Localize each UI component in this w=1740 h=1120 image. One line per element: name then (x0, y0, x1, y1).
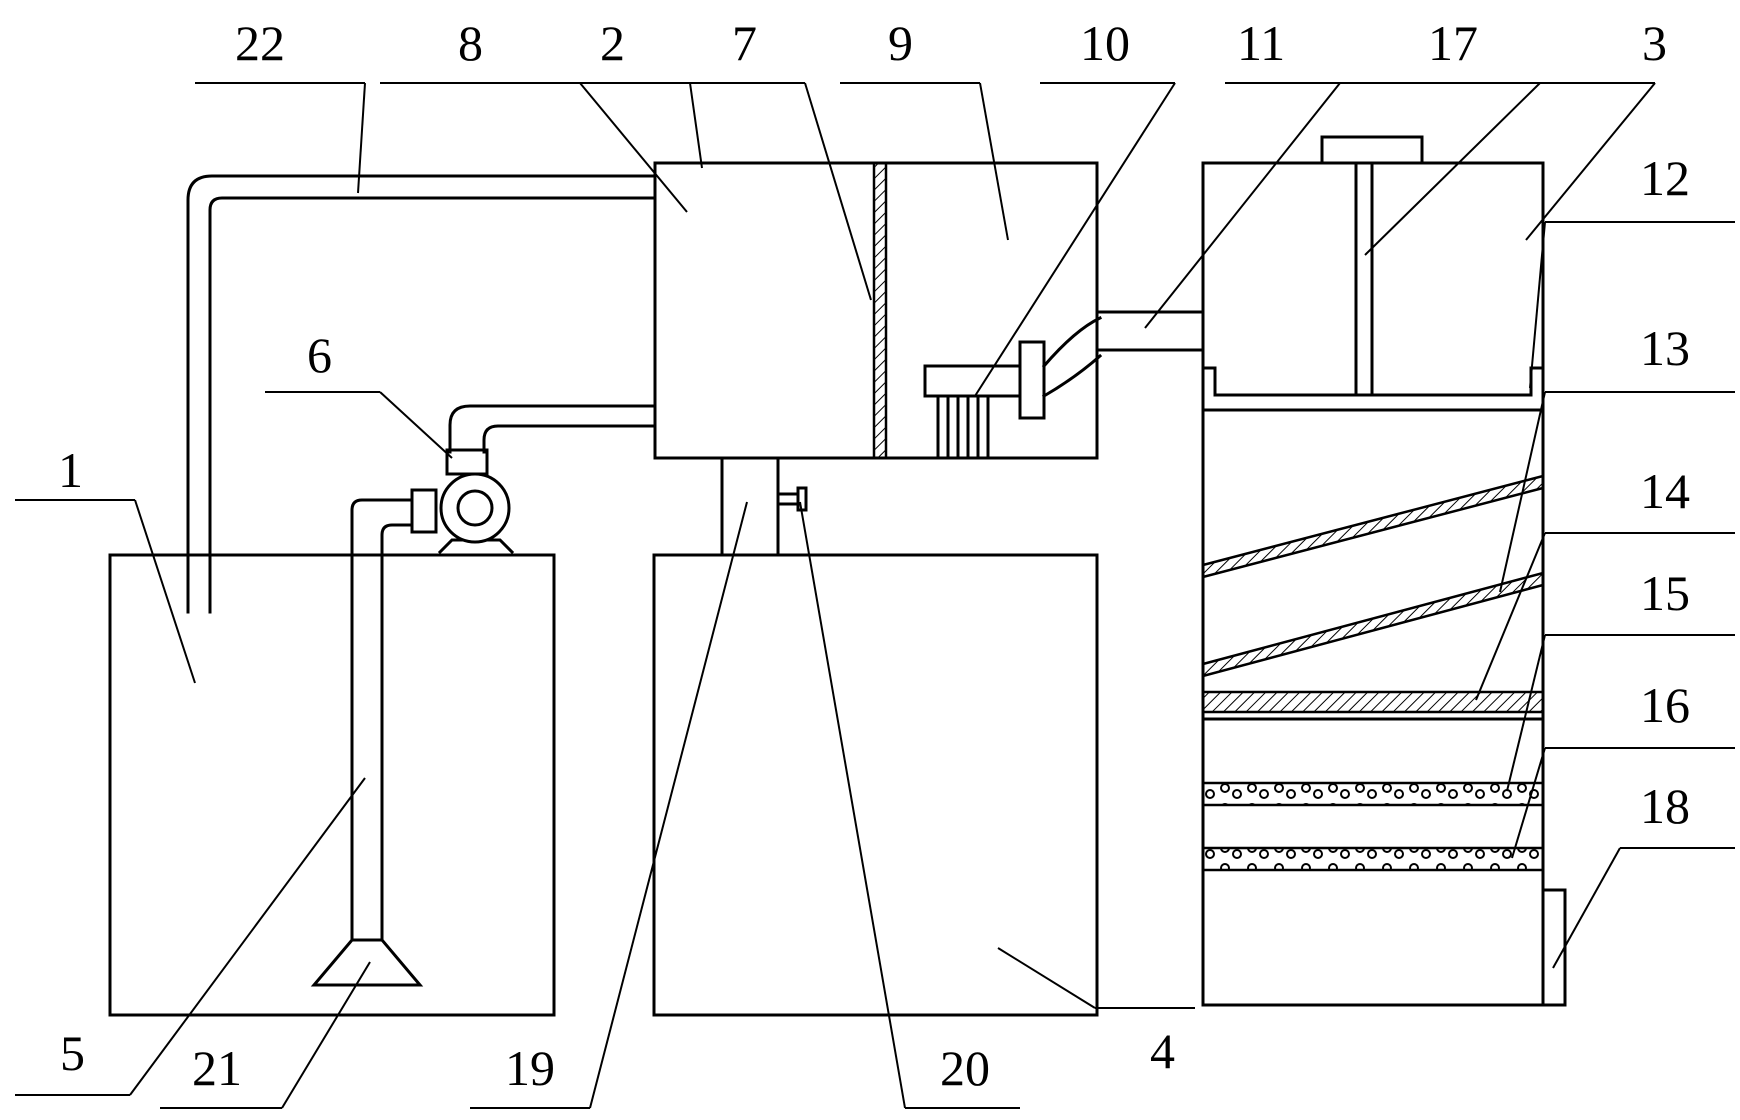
motor-cap (1320, 135, 1424, 165)
label-18: 18 (1640, 778, 1690, 834)
pump-6 (410, 448, 515, 555)
label-4: 4 (1150, 1023, 1175, 1079)
particle-layer-16-upper (1201, 781, 1545, 807)
tank-4 (652, 553, 1099, 1017)
pump-outlet-pipe (448, 404, 657, 454)
label-20: 20 (940, 1040, 990, 1096)
label-19: 19 (505, 1040, 555, 1096)
spray-device-10 (923, 315, 1103, 460)
label-5: 5 (60, 1025, 85, 1081)
reference-numerals: 1 2 3 4 5 6 7 8 9 10 11 12 13 14 15 16 1… (58, 15, 1690, 1096)
label-14: 14 (1640, 463, 1690, 519)
suction-pipe-5 (350, 498, 414, 942)
tank-1 (108, 553, 556, 1017)
label-22: 22 (235, 15, 285, 71)
label-8: 8 (458, 15, 483, 71)
pipe-22 (186, 174, 657, 614)
label-13: 13 (1640, 320, 1690, 376)
pipe-11 (1095, 310, 1205, 352)
funnel-21 (310, 938, 424, 987)
particle-layer-16-lower (1201, 846, 1545, 872)
label-3: 3 (1642, 15, 1667, 71)
tray-12 (1201, 366, 1545, 397)
valve-20-handle (796, 486, 808, 512)
label-7: 7 (732, 15, 757, 71)
label-12: 12 (1640, 150, 1690, 206)
label-17: 17 (1428, 15, 1478, 71)
label-9: 9 (888, 15, 913, 71)
label-10: 10 (1080, 15, 1130, 71)
inclined-plate-13-upper (1201, 474, 1545, 579)
label-1: 1 (58, 442, 83, 498)
label-2: 2 (600, 15, 625, 71)
filter-screen-7 (872, 161, 888, 460)
label-6: 6 (307, 327, 332, 383)
outlet-18 (1541, 888, 1567, 1007)
label-16: 16 (1640, 677, 1690, 733)
leader-lines (15, 82, 1735, 1109)
label-21: 21 (192, 1040, 242, 1096)
label-11: 11 (1237, 15, 1285, 71)
inclined-plate-13-lower (1201, 571, 1545, 678)
drain-pipe-19 (720, 456, 780, 557)
shaft-17 (1354, 161, 1374, 397)
filter-layer-15 (1201, 690, 1545, 714)
label-15: 15 (1640, 565, 1690, 621)
